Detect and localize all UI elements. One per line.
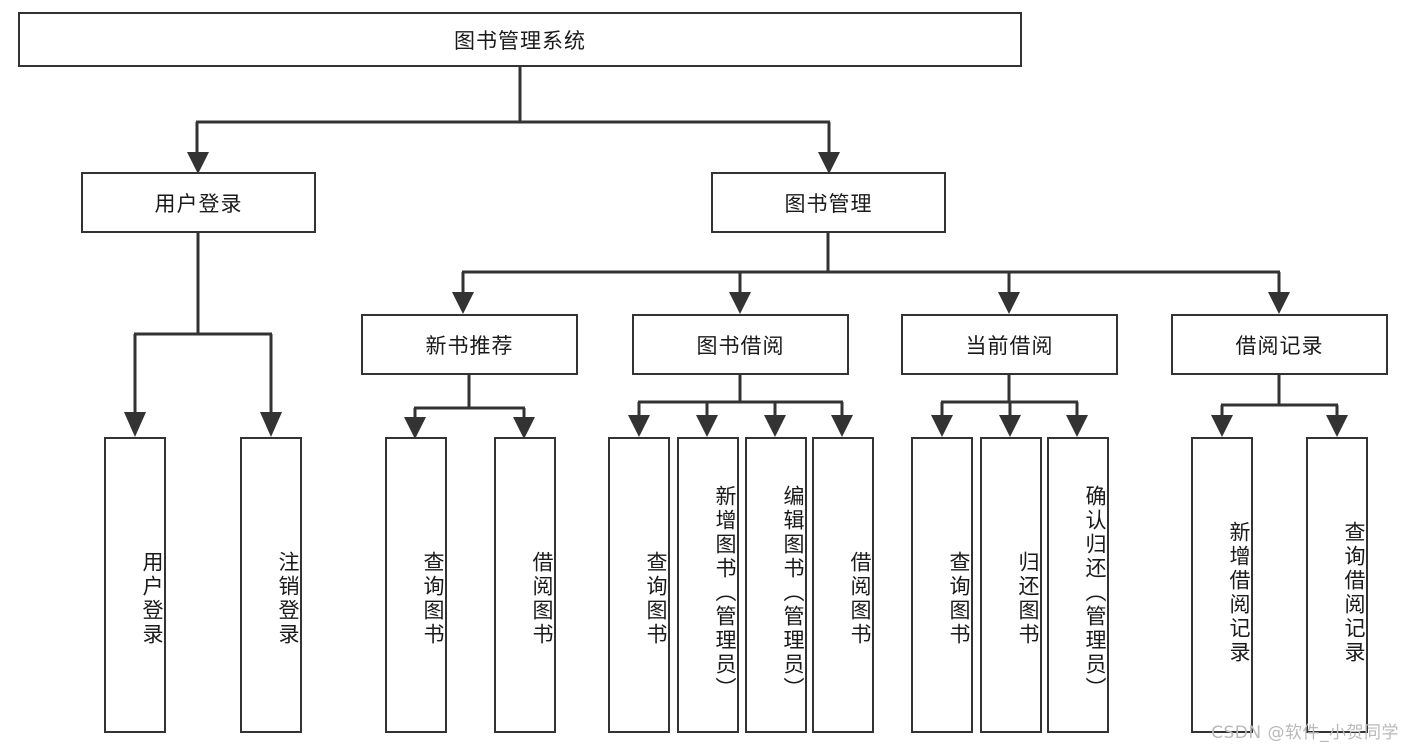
leaf-borrow-books[interactable]: 借阅图书 [812, 437, 874, 733]
node-label: 查询图书 [644, 551, 668, 647]
node-current-borrow[interactable]: 当前借阅 [901, 314, 1118, 375]
leaf-query-books-current[interactable]: 查询图书 [911, 437, 973, 733]
node-label: 当前借阅 [965, 333, 1054, 358]
node-book-borrow[interactable]: 图书借阅 [632, 314, 849, 375]
node-label: 编辑图书（管理员） [781, 485, 805, 701]
node-book-management[interactable]: 图书管理 [711, 172, 946, 233]
leaf-return-books[interactable]: 归还图书 [980, 437, 1042, 733]
node-label: 图书管理系统 [454, 28, 586, 53]
leaf-edit-book-admin[interactable]: 编辑图书（管理员） [745, 437, 807, 733]
node-label: 新增借阅记录 [1227, 521, 1251, 665]
node-label: 借阅图书 [848, 551, 872, 647]
node-root-system[interactable]: 图书管理系统 [18, 12, 1022, 67]
leaf-user-login[interactable]: 用户登录 [104, 437, 166, 733]
node-label: 归还图书 [1016, 551, 1040, 647]
leaf-query-books-recommend[interactable]: 查询图书 [385, 437, 447, 733]
node-label: 图书借阅 [696, 333, 785, 358]
node-label: 借阅记录 [1235, 333, 1324, 358]
node-new-book-recommend[interactable]: 新书推荐 [361, 314, 578, 375]
leaf-borrow-books-recommend[interactable]: 借阅图书 [494, 437, 556, 733]
leaf-confirm-return-admin[interactable]: 确认归还（管理员） [1047, 437, 1109, 733]
leaf-logout[interactable]: 注销登录 [240, 437, 302, 733]
node-label: 注销登录 [276, 551, 300, 647]
node-label: 用户登录 [154, 191, 243, 216]
leaf-add-borrow-record[interactable]: 新增借阅记录 [1191, 437, 1253, 733]
node-user-login[interactable]: 用户登录 [81, 172, 316, 233]
node-borrow-records[interactable]: 借阅记录 [1171, 314, 1388, 375]
node-label: 确认归还（管理员） [1083, 485, 1107, 701]
csdn-watermark: CSDN @软件_小贺同学 [1211, 723, 1399, 743]
node-label: 查询图书 [947, 551, 971, 647]
node-label: 用户登录 [140, 551, 164, 647]
node-label: 图书管理 [784, 191, 873, 216]
node-label: 查询借阅记录 [1342, 521, 1366, 665]
leaf-query-borrow-record[interactable]: 查询借阅记录 [1306, 437, 1368, 733]
node-label: 查询图书 [421, 551, 445, 647]
leaf-query-books-borrow[interactable]: 查询图书 [608, 437, 670, 733]
node-label: 新书推荐 [425, 333, 514, 358]
leaf-add-book-admin[interactable]: 新增图书（管理员） [677, 437, 739, 733]
node-label: 新增图书（管理员） [713, 485, 737, 701]
node-label: 借阅图书 [530, 551, 554, 647]
